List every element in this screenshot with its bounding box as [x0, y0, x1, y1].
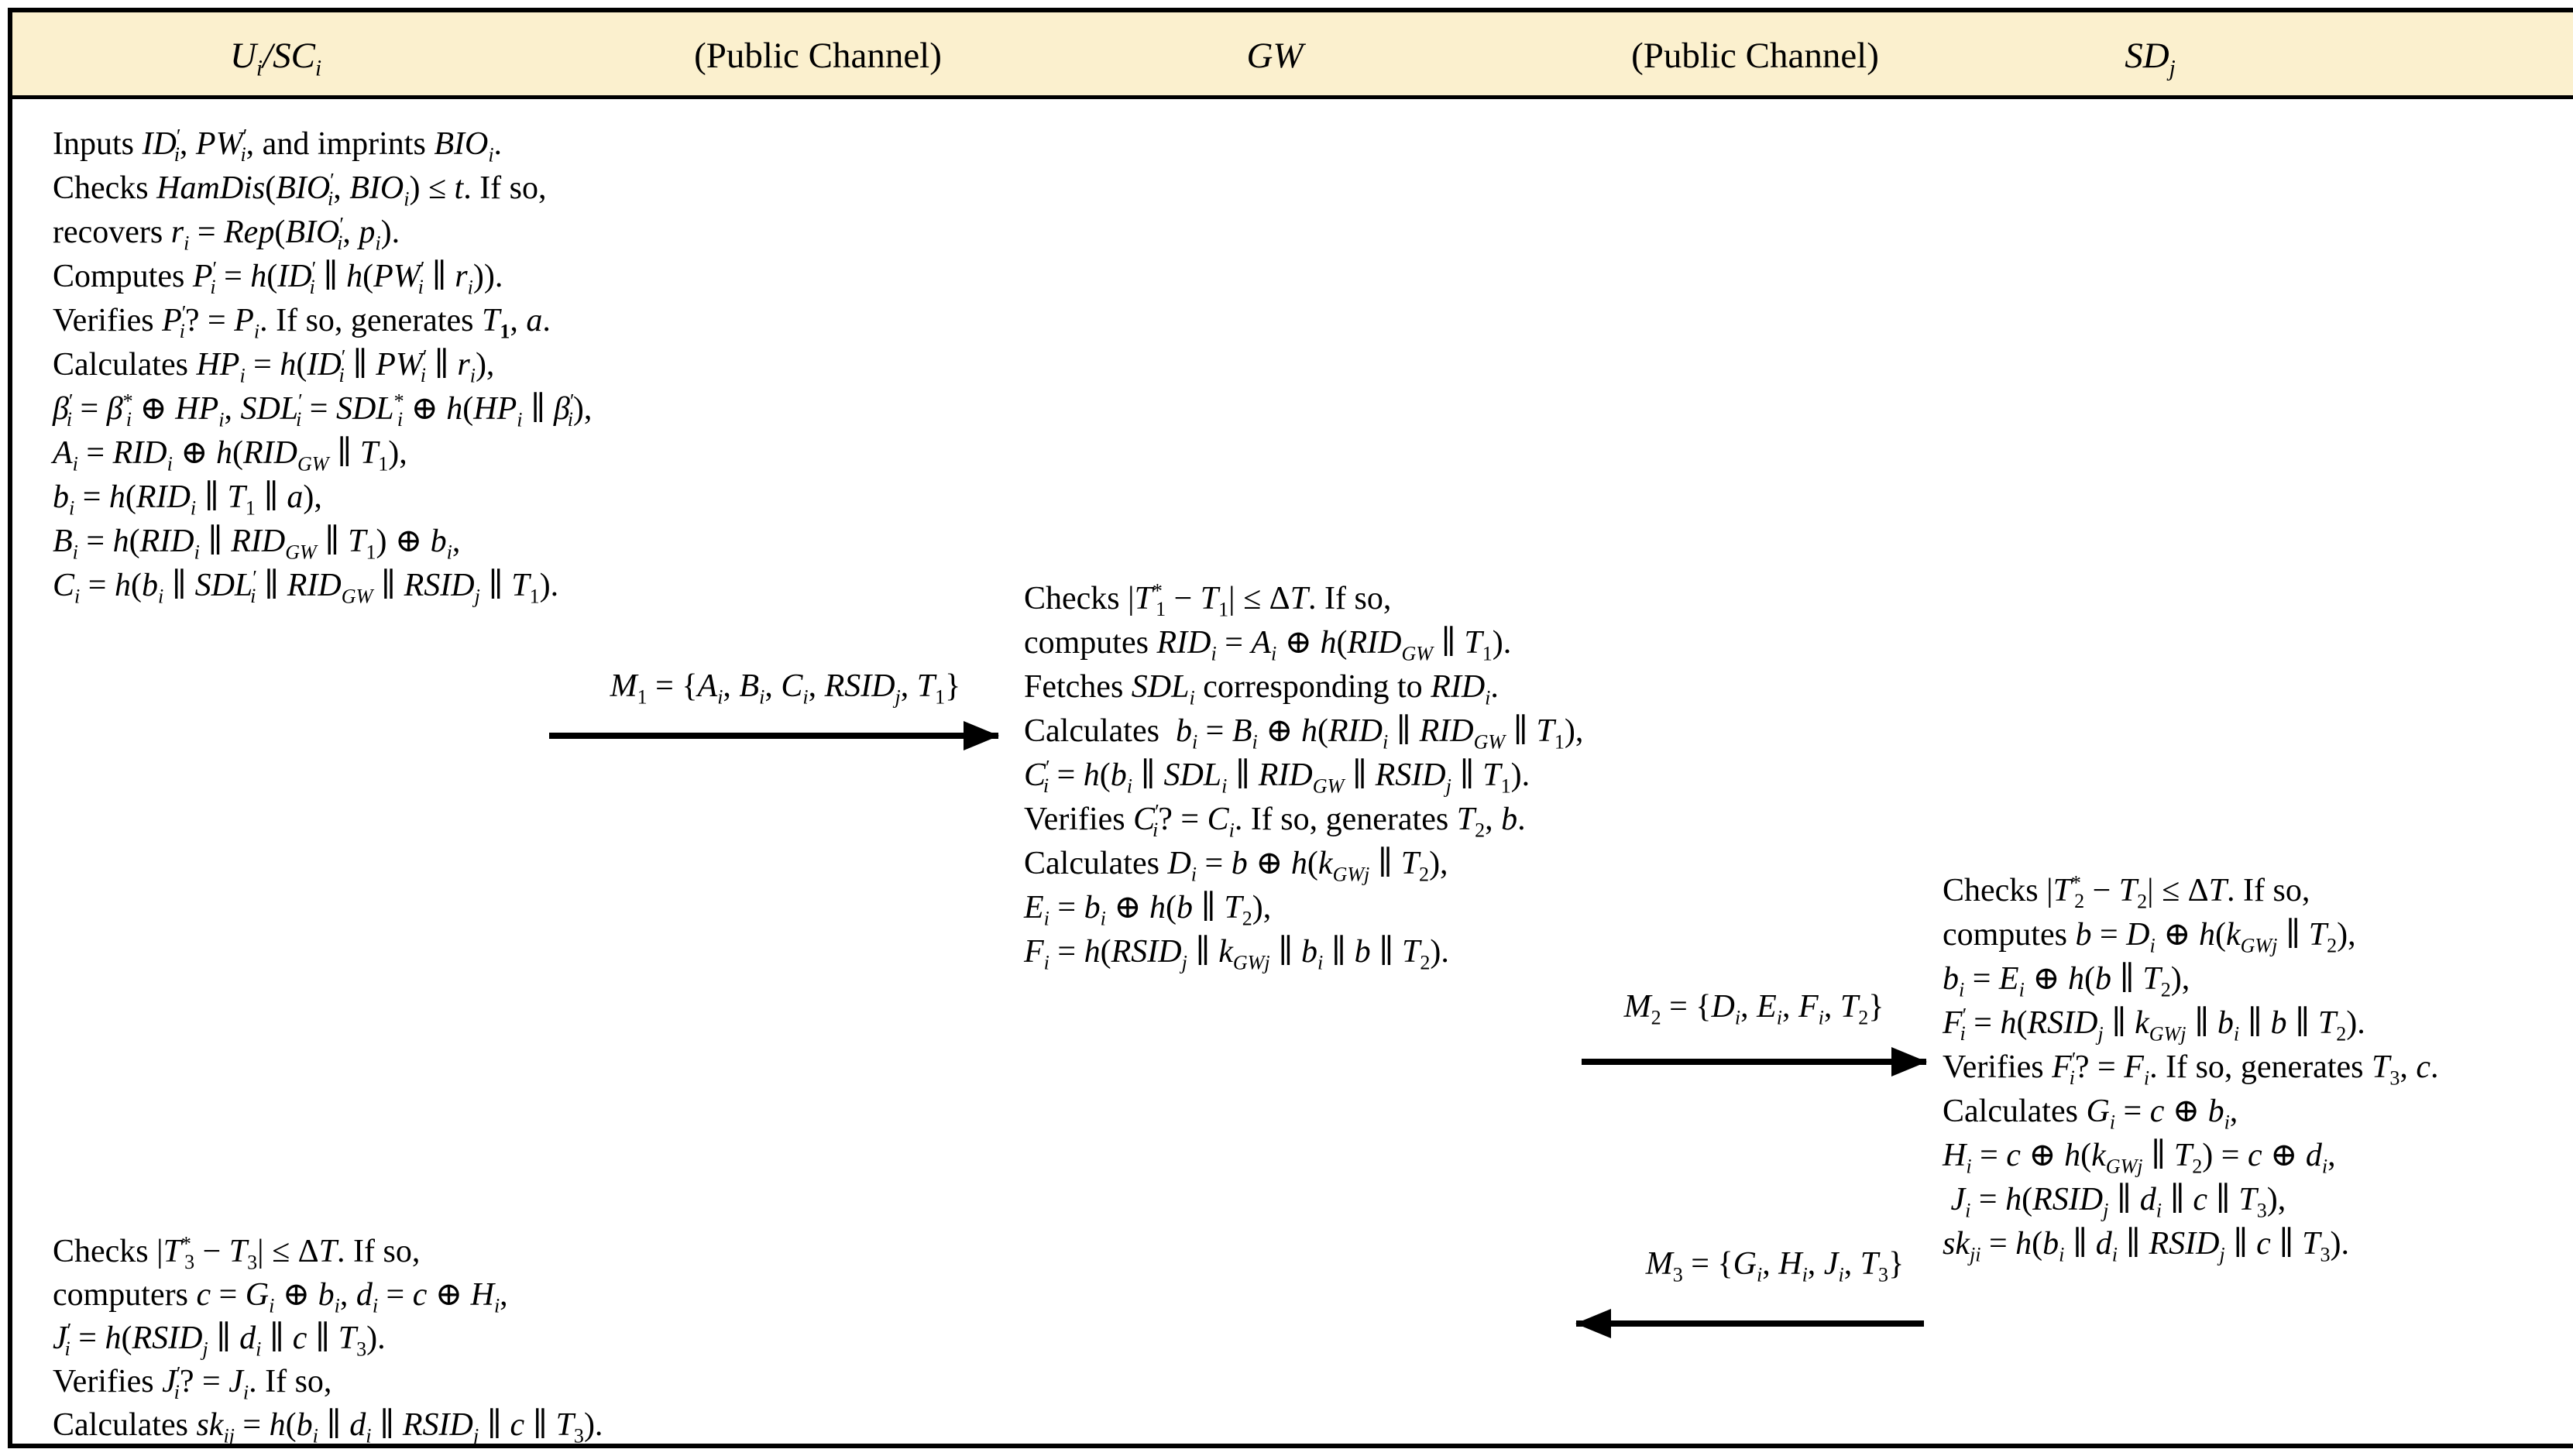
protocol-step: Verifies P′i? = Pi. If so, generates T1,… [53, 301, 551, 343]
protocol-step: bi = Ei ⊕ h(b ∥ T2), [1943, 961, 2190, 1001]
arrow-left-icon [1576, 1320, 1924, 1327]
protocol-step: Ei = bi ⊕ h(b ∥ T2), [1024, 890, 1272, 930]
protocol-step: Verifies F′i? = Fi. If so, generates T3,… [1943, 1048, 2439, 1090]
protocol-step: Hi = c ⊕ h(kGWj ∥ T2) = c ⊕ di, [1943, 1138, 2336, 1178]
message-1-label: M1 = {Ai, Bi, Ci, RSIDj, T1} [610, 668, 961, 709]
message-3-label: M3 = {Gi, Hi, Ji, T3} [1645, 1246, 1905, 1286]
protocol-step: Checks HamDis(BIO′i, BIOi) ≤ t. If so, [53, 169, 547, 211]
protocol-step: Fi = h(RSIDj ∥ kGWj ∥ bi ∥ b ∥ T2). [1024, 934, 1449, 974]
protocol-step: Calculates bi = Bi ⊕ h(RIDi ∥ RIDGW ∥ T1… [1024, 713, 1584, 754]
protocol-step: computes b = Di ⊕ h(kGWj ∥ T2), [1943, 917, 2356, 957]
protocol-figure: Ui/SCi (Public Channel) GW (Public Chann… [8, 8, 2573, 1448]
protocol-step: Calculates HPi = h(ID′i ∥ PW′i ∥ ri), [53, 345, 495, 387]
header-label-smart-device: SDj [2125, 36, 2176, 81]
arrow-right-icon [1582, 1059, 1926, 1065]
protocol-step: Ji = h(RSIDj ∥ di ∥ c ∥ T3), [1950, 1182, 2286, 1222]
arrow-right-icon [549, 733, 998, 739]
protocol-step: β′i = β*i ⊕ HPi, SDL′i = SDL*i ⊕ h(HPi ∥… [53, 390, 593, 431]
protocol-step: bi = h(RIDi ∥ T1 ∥ a), [53, 479, 322, 520]
protocol-step: Calculates skij = h(bi ∥ di ∥ RSIDj ∥ c … [53, 1407, 603, 1447]
protocol-step: Checks |T*1 − T1| ≤ ΔT. If so, [1024, 579, 1392, 621]
protocol-step: Verifies J′i? = Ji. If so, [53, 1362, 332, 1404]
protocol-step: Computes P′i = h(ID′i ∥ h(PW′i ∥ ri)). [53, 257, 503, 299]
header-label-gateway: GW [1246, 36, 1304, 76]
protocol-step: C′i = h(bi ∥ SDLi ∥ RIDGW ∥ RSIDj ∥ T1). [1024, 756, 1530, 798]
protocol-step: Verifies C′i? = Ci. If so, generates T2,… [1024, 800, 1526, 842]
protocol-step: computers c = Gi ⊕ bi, di = c ⊕ Hi, [53, 1277, 508, 1317]
header-label-public-channel-2: (Public Channel) [1631, 36, 1879, 76]
protocol-step: Inputs ID′i, PW′i, and imprints BIOi. [53, 125, 503, 167]
protocol-step: J′i = h(RSIDj ∥ di ∥ c ∥ T3). [53, 1319, 386, 1361]
protocol-step: Bi = h(RIDi ∥ RIDGW ∥ T1) ⊕ bi, [53, 524, 461, 564]
message-2-label: M2 = {Di, Ei, Fi, T2} [1623, 989, 1884, 1029]
header-band [12, 12, 2573, 99]
protocol-step: Calculates Gi = c ⊕ bi, [1943, 1094, 2238, 1134]
protocol-step: Ci = h(bi ∥ SDL′i ∥ RIDGW ∥ RSIDj ∥ T1). [53, 566, 559, 608]
header-label-user-smartcard: Ui/SCi [229, 36, 322, 81]
protocol-step: skji = h(bi ∥ di ∥ RSIDj ∥ c ∥ T3). [1943, 1226, 2349, 1266]
header-label-public-channel-1: (Public Channel) [694, 36, 942, 76]
protocol-step: Checks |T*3 − T3| ≤ ΔT. If so, [53, 1232, 421, 1274]
protocol-step: computes RIDi = Ai ⊕ h(RIDGW ∥ T1). [1024, 625, 1512, 665]
protocol-step: F′i = h(RSIDj ∥ kGWj ∥ bi ∥ b ∥ T2). [1943, 1004, 2365, 1046]
block-user-verification: Checks |T*3 − T3| ≤ ΔT. If so, computers… [53, 1230, 603, 1447]
protocol-step: Fetches SDLi corresponding to RIDi. [1024, 669, 1499, 709]
block-user-login-request: Inputs ID′i, PW′i, and imprints BIOi. Ch… [53, 122, 592, 608]
protocol-step: Ai = RIDi ⊕ h(RIDGW ∥ T1), [53, 435, 407, 476]
protocol-step: Calculates Di = b ⊕ h(kGWj ∥ T2), [1024, 846, 1448, 886]
block-gateway-processing: Checks |T*1 − T1| ≤ ΔT. If so, computes … [1024, 577, 1583, 974]
protocol-step: recovers ri = Rep(BIO′i, pi). [53, 213, 400, 255]
block-smart-device-processing: Checks |T*2 − T2| ≤ ΔT. If so, computes … [1943, 869, 2439, 1266]
protocol-step: Checks |T*2 − T2| ≤ ΔT. If so, [1943, 871, 2310, 913]
